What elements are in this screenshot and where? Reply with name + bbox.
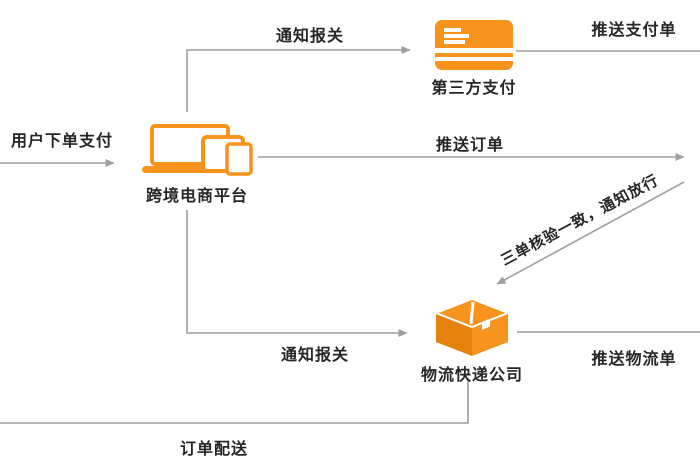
devices-icon xyxy=(142,124,253,176)
edge-label-push-order: 推送订单 xyxy=(435,135,504,154)
node-logistics-label: 物流快递公司 xyxy=(420,365,523,384)
node-platform: 跨境电商平台 xyxy=(137,122,257,206)
connector-three-check-release xyxy=(496,181,685,285)
edge-label-order-delivery: 订单配送 xyxy=(179,439,248,458)
node-platform-label: 跨境电商平台 xyxy=(145,186,248,205)
edge-label-push-payment: 推送支付单 xyxy=(591,20,677,39)
node-logistics: 物流快递公司 xyxy=(419,295,525,385)
node-payment-label: 第三方支付 xyxy=(431,78,517,97)
edge-label-push-logistics: 推送物流单 xyxy=(591,349,677,368)
credit-card-icon xyxy=(435,20,513,70)
edge-label-notify-customs-top: 通知报关 xyxy=(275,26,344,45)
edge-label-user-pay: 用户下单支付 xyxy=(10,131,113,150)
connector-notify-customs-bottom xyxy=(186,210,408,337)
connector-notify-customs-top xyxy=(186,46,411,112)
edge-label-notify-customs-bottom: 通知报关 xyxy=(280,345,349,364)
connector-order-delivery xyxy=(0,378,469,424)
node-payment: 第三方支付 xyxy=(424,20,524,98)
package-box-icon xyxy=(433,297,511,356)
